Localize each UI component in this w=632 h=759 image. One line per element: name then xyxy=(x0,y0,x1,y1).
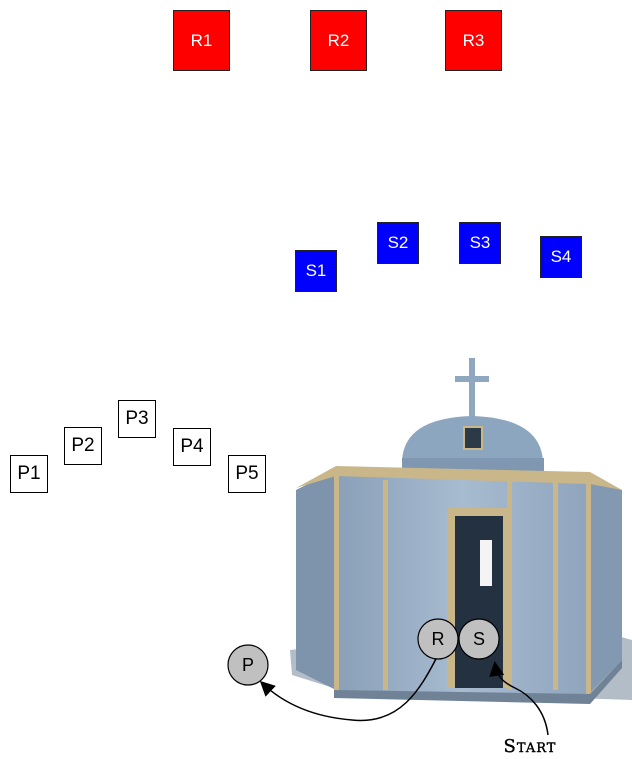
circle-p-label: P xyxy=(242,655,254,675)
circle-r: R xyxy=(418,619,458,659)
circle-s-label: S xyxy=(473,629,485,649)
start-label: Start xyxy=(504,736,557,757)
chapel-illustration xyxy=(290,358,632,704)
circle-r-label: R xyxy=(432,629,445,649)
circle-s: S xyxy=(459,619,499,659)
circle-p: P xyxy=(228,645,268,685)
